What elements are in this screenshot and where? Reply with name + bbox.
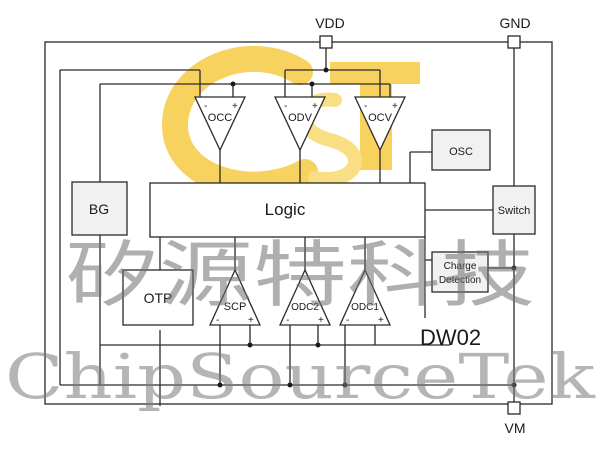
comparator-odc1: ODC1 - + [338, 268, 392, 326]
comparator-odv: - + ODV [273, 96, 327, 152]
comparator-odc2-label: ODC2 [291, 302, 319, 313]
occ-plus: + [232, 101, 238, 112]
odv-minus: - [284, 101, 287, 112]
bg-label: BG [89, 201, 109, 217]
ocv-plus: + [392, 101, 398, 112]
switch-block: Switch [492, 185, 536, 235]
ocv-minus: - [364, 101, 367, 112]
scp-minus: - [216, 315, 219, 326]
part-number: DW02 [420, 325, 481, 350]
pin-vm: VM [505, 401, 526, 436]
occ-minus: - [204, 101, 207, 112]
osc-label: OSC [449, 146, 473, 158]
comparator-scp-label: SCP [224, 301, 247, 313]
junction-dots [217, 67, 517, 388]
comparator-odv-label: ODV [288, 112, 313, 124]
comparator-ocv-label: OCV [368, 112, 393, 124]
odc2-minus: - [286, 315, 289, 326]
odc1-plus: + [378, 315, 384, 326]
detection-label: Detection [439, 275, 481, 286]
comparator-odc1-label: ODC1 [351, 302, 379, 313]
pin-gnd-label: GND [499, 15, 530, 31]
chip-boundary [44, 41, 553, 405]
odv-plus: + [312, 101, 318, 112]
pin-vm-label: VM [505, 420, 526, 436]
watermark-english: ChipSourceTek [5, 340, 596, 413]
odc1-minus: - [346, 315, 349, 326]
charge-label: Charge [444, 261, 477, 272]
logic-block: Logic [149, 182, 426, 238]
otp-block: OTP [122, 269, 194, 326]
comparator-occ-label: OCC [208, 112, 233, 124]
switch-label: Switch [498, 205, 530, 217]
pin-vdd-label: VDD [315, 15, 345, 31]
odc2-plus: + [318, 315, 324, 326]
wiring [59, 48, 515, 406]
pin-vdd: VDD [315, 15, 345, 49]
scp-plus: + [248, 315, 254, 326]
pin-gnd: GND [499, 15, 531, 49]
watermark-chinese: 矽源特科技 [65, 233, 535, 317]
logic-label: Logic [265, 200, 306, 219]
bg-block: BG [71, 181, 128, 236]
comparator-scp: SCP - + [208, 268, 262, 326]
comparator-ocv: - + OCV [353, 96, 407, 152]
comparator-occ: - + OCC [193, 96, 247, 152]
charge-detection-block: Charge Detection [431, 251, 489, 293]
osc-block: OSC [431, 129, 491, 171]
otp-label: OTP [144, 290, 173, 306]
comparator-odc2: ODC2 - + [278, 268, 332, 326]
